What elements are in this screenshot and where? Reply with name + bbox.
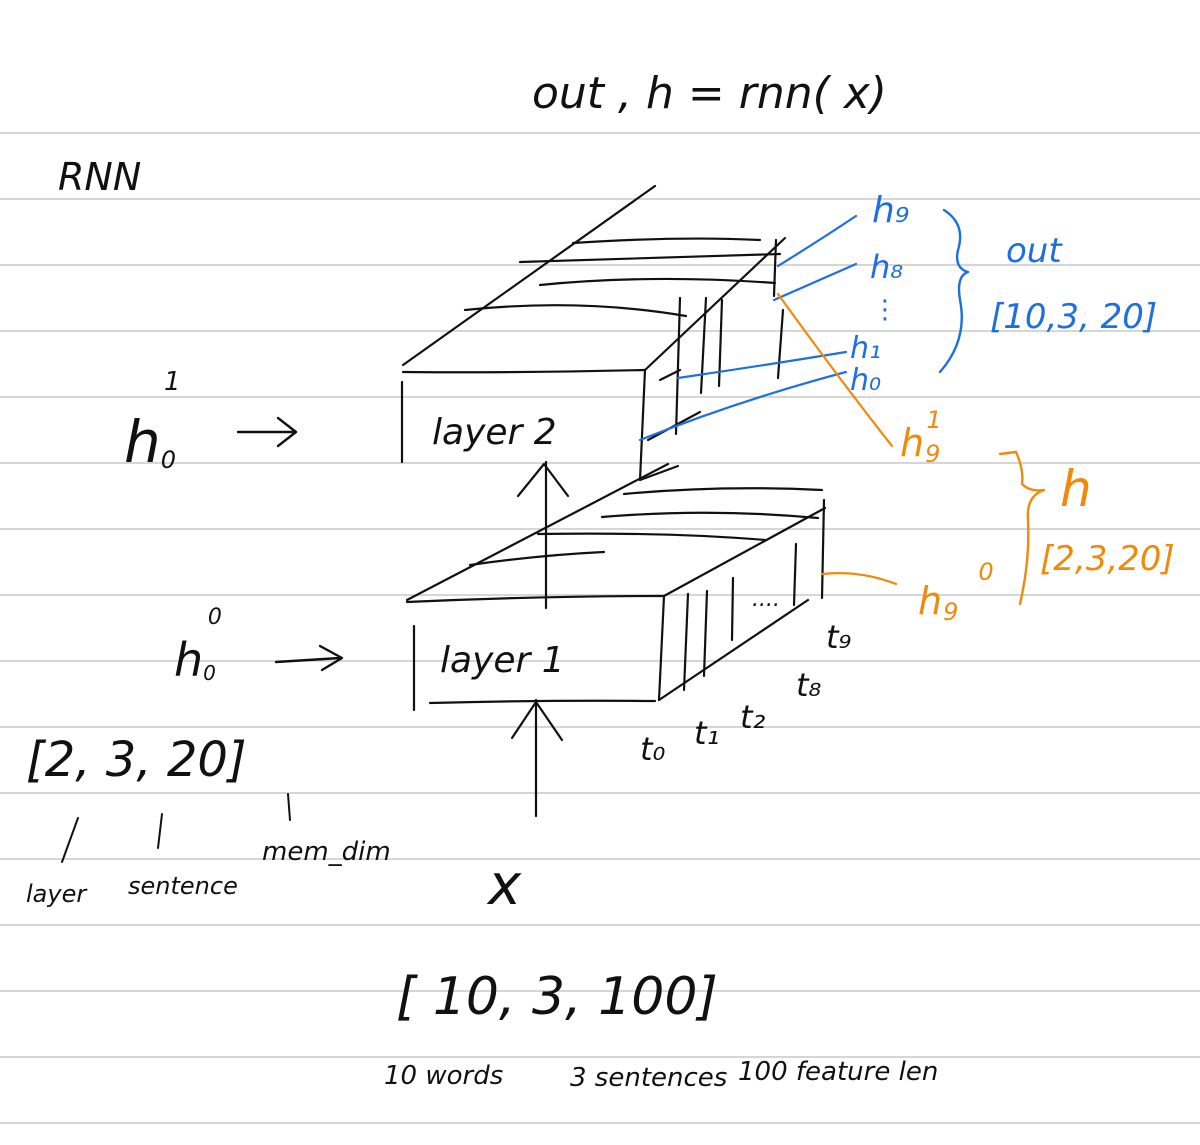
hidden-sub: 0	[203, 661, 216, 685]
svg-text:h00: h0 0	[174, 605, 222, 687]
input-dim-words: 10 words	[384, 1061, 503, 1091]
dim-label-layer: layer	[26, 880, 88, 908]
layer1-box	[405, 462, 827, 712]
hidden-base: h	[124, 408, 161, 476]
hidden-base: h	[918, 579, 942, 623]
final-hidden-shape: [2,3,20]	[1040, 539, 1175, 579]
time-ellipsis: ....	[752, 587, 780, 612]
output-h1: h₁	[850, 331, 881, 366]
section-label: RNN	[58, 155, 141, 199]
final-hidden-label: h	[1060, 460, 1092, 518]
time-step-label: t₀	[640, 730, 666, 768]
time-step-label: t₁	[694, 714, 719, 752]
hidden-base: h	[174, 633, 203, 687]
output-brace	[938, 208, 970, 374]
hidden-base: h	[900, 421, 924, 465]
hidden-sup: 0	[208, 605, 222, 630]
output-shape: [10,3, 20]	[990, 297, 1157, 337]
svg-text:h91: h9 1	[900, 406, 942, 468]
time-step-label: t₉	[826, 618, 852, 656]
arrow-layer1-to-layer2	[516, 460, 570, 610]
svg-text:h90: h90	[918, 558, 994, 626]
hidden-sup: 0	[978, 558, 993, 586]
layer2-label: layer 2	[432, 412, 557, 453]
output-h0: h₀	[850, 363, 881, 398]
final-hidden-layer1: h9 1	[900, 406, 942, 468]
output-h8: h₈	[870, 248, 903, 286]
hidden-sub: 9	[925, 440, 940, 468]
final-hidden-brace	[998, 450, 1046, 606]
final-hidden-connectors	[776, 292, 898, 586]
initial-hidden-layer0: h0 0	[174, 605, 344, 687]
initial-hidden-layer1: h0 1	[124, 367, 298, 476]
output-label: out	[1006, 231, 1063, 271]
layer1-label: layer 1	[440, 640, 565, 681]
arrow-input-to-layer1	[510, 698, 564, 818]
dim-label-mem-dim: mem_dim	[262, 837, 391, 867]
output-h9: h₉	[872, 190, 909, 231]
hidden-sup: 1	[926, 406, 941, 434]
svg-text:h01: h0 1	[124, 367, 181, 476]
output-connector-lines	[638, 214, 858, 442]
time-step-label: t₂	[740, 698, 766, 736]
dim-label-sentence: sentence	[128, 872, 238, 900]
dim-pointer-lines	[61, 793, 291, 863]
input-shape: [ 10, 3, 100]	[396, 967, 718, 1027]
output-ellipsis: ⋮	[872, 295, 898, 325]
input-symbol: x	[486, 853, 522, 918]
formula-title: out , h = rnn( x)	[532, 68, 887, 119]
hidden-sub: 0	[161, 446, 176, 474]
hidden-sup: 1	[164, 367, 181, 397]
ruled-lines	[0, 132, 1200, 1124]
layer2-box	[400, 184, 787, 482]
final-hidden-layer0: h90	[918, 558, 994, 626]
hidden-sub: 9	[943, 598, 958, 626]
input-dim-features: 100 feature len	[738, 1057, 938, 1087]
time-step-label: t₈	[796, 666, 822, 704]
hidden-init-shape: [2, 3, 20]	[26, 732, 247, 788]
input-dim-sentences: 3 sentences	[570, 1063, 727, 1093]
